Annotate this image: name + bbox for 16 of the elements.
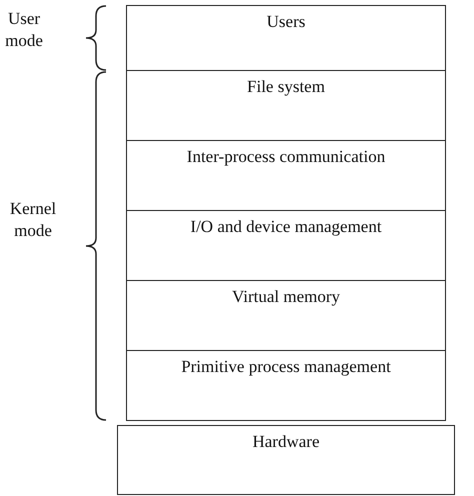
- layer-box: [126, 70, 446, 141]
- layer-label: I/O and device management: [190, 217, 382, 237]
- layer-box: [117, 425, 455, 495]
- layer-box: [126, 5, 446, 71]
- mode-label: User mode: [4, 8, 44, 52]
- layer-label: Virtual memory: [232, 287, 340, 307]
- layer-box: [126, 350, 446, 421]
- mode-label: Kernel mode: [8, 198, 58, 242]
- layer-label: Primitive process management: [181, 357, 391, 377]
- layer-box: [126, 280, 446, 351]
- layer-label: Hardware: [252, 432, 320, 452]
- layer-label: Inter-process communication: [186, 147, 386, 167]
- layer-box: [126, 210, 446, 281]
- layer-box: [126, 140, 446, 211]
- layer-label: File system: [247, 77, 325, 97]
- layer-label: Users: [266, 12, 306, 32]
